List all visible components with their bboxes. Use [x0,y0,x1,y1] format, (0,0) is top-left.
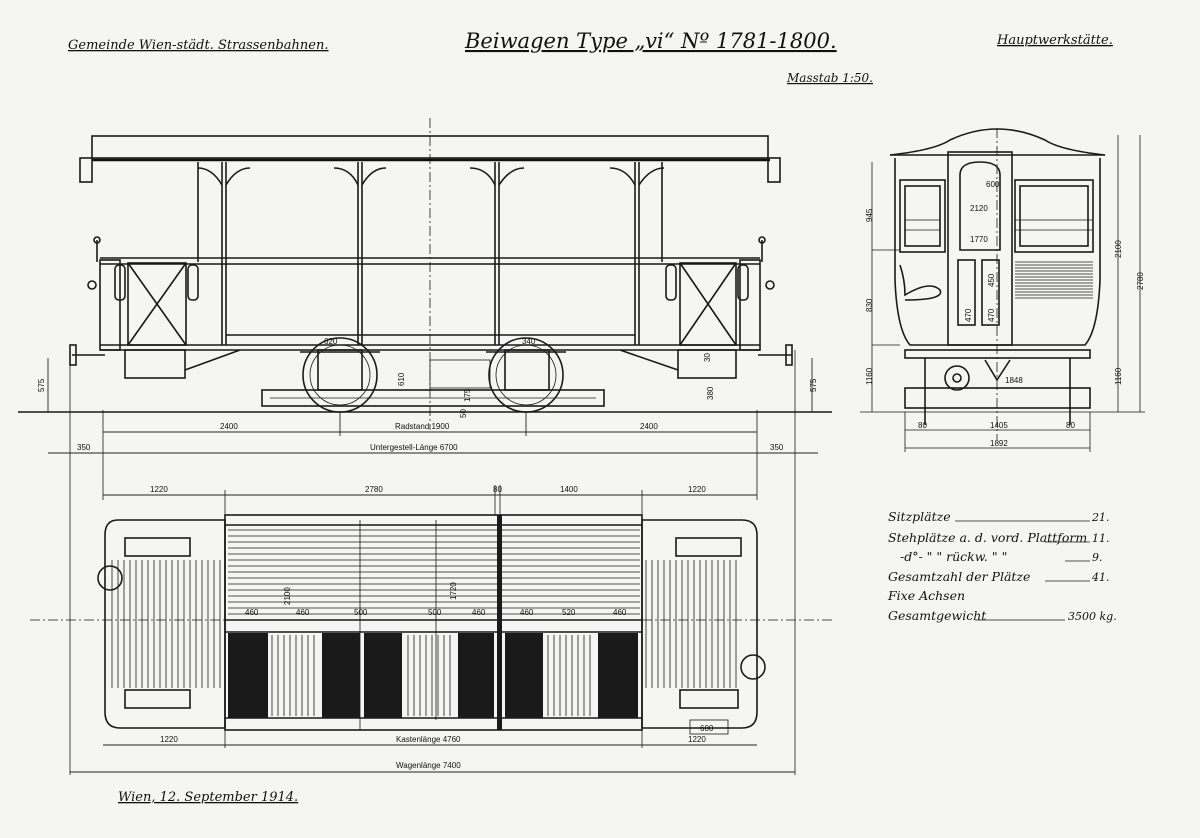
spec-value: 41. [1091,571,1110,584]
dim-kastenlaenge: Kastenlänge 4760 [396,735,461,744]
spec-label: Stehplätze a. d. vord. Plattform [888,530,1087,545]
end-dim-450: 450 [987,273,996,287]
end-dim-1770: 1770 [970,235,988,244]
dim-radstand: Radstand 1900 [395,422,450,431]
side-elevation: 575 575 620 340 610 380 175 30 50 2400 R… [18,118,832,775]
spec-label: Gesamtzahl der Plätze [888,569,1030,584]
dim-1220-top-right: 1220 [688,485,706,494]
end-dim-1405: 1405 [990,421,1008,430]
spec-value: 21. [1091,511,1110,524]
dim-575-right: 575 [809,378,818,392]
extension-lines [69,350,796,775]
dim-575-left: 575 [37,378,46,392]
plan-dim-500a: 500 [354,608,368,617]
dim-untergestell: Untergestell-Länge 6700 [370,443,458,452]
plan-dim-520: 520 [562,608,576,617]
dim-350-left: 350 [77,443,91,452]
spec-label: Fixe Achsen [887,588,965,603]
end-view-dimension-lines [860,135,1145,452]
spec-value: 11. [1092,532,1110,545]
end-dim-2780: 2780 [1136,272,1145,290]
car-body-end [889,128,1106,425]
end-dim-2100: 2100 [1114,240,1123,258]
dim-2400-left: 2400 [220,422,238,431]
spec-value: 3500 kg. [1068,610,1117,623]
plan-dim-460c: 460 [472,608,486,617]
header-company: Gemeinde Wien-städt. Strassenbahnen. [68,38,329,53]
window-shutter [1015,261,1093,299]
car-body-plan [97,514,766,731]
dim-1400-top: 1400 [560,485,578,494]
drawing-date: Wien, 12. September 1914. [118,790,298,805]
plan-dim-460d: 460 [520,608,534,617]
plan-dim-2100: 2100 [283,587,292,605]
plan-view: 1220 2780 80 1400 1220 [30,485,835,773]
dim-wagenlaenge: Wagenlänge 7400 [396,761,461,770]
end-dim-600: 600 [986,180,1000,189]
dim-2400-right: 2400 [640,422,658,431]
end-dim-80b: 80 [1066,421,1075,430]
spec-value: 9. [1092,551,1103,564]
end-dim-1160b: 1160 [1114,367,1123,385]
floor-slats [111,529,737,716]
dim-30: 30 [703,353,712,362]
end-dim-945: 945 [865,208,874,222]
end-dim-470a: 470 [964,308,973,322]
header-workshop: Hauptwerkstätte. [996,33,1113,48]
dim-50: 50 [459,409,468,418]
dim-1220-top-left: 1220 [150,485,168,494]
plan-dim-500b: 500 [428,608,442,617]
spec-label: Gesamtgewicht [888,608,987,623]
plan-dim-460a: 460 [245,608,259,617]
end-dim-470b: 470 [987,308,996,322]
end-dim-1160a: 1160 [865,367,874,385]
end-elevation: 600 2120 1770 945 830 450 470 470 2100 2… [860,128,1145,452]
dim-175: 175 [463,388,472,402]
dim-380: 380 [706,386,715,400]
extension-lines [224,485,643,515]
end-dim-1892: 1892 [990,439,1008,448]
end-dim-1848: 1848 [1005,376,1023,385]
plan-dim-460e: 460 [613,608,627,617]
plan-dim-600: 600 [700,724,714,733]
dimension-box [689,719,729,735]
dim-1220-bottom-right: 1220 [688,735,706,744]
dim-620: 620 [324,337,338,346]
drawing-title: Beiwagen Type „vi“ Nº 1781-1800. [464,29,837,53]
dim-350-right: 350 [770,443,784,452]
seat-panels [228,515,638,730]
end-dim-830: 830 [865,298,874,312]
dim-340: 340 [522,337,536,346]
plan-dim-1720: 1720 [449,582,458,600]
scale-label: Masstab 1:50. [786,71,873,85]
spec-label: -d°- " " rückw. " " [900,549,1007,564]
end-dim-80a: 80 [918,421,927,430]
dim-80-top: 80 [493,485,502,494]
dim-610: 610 [397,372,406,386]
end-dim-2120: 2120 [970,204,988,213]
specs-table: Sitzplätze 21. Stehplätze a. d. vord. Plat… [887,509,1117,623]
spec-label: Sitzplätze [888,509,951,524]
dim-2780-top: 2780 [365,485,383,494]
dim-1220-bottom-left: 1220 [160,735,178,744]
plan-dim-460b: 460 [296,608,310,617]
car-body-side [69,135,793,413]
